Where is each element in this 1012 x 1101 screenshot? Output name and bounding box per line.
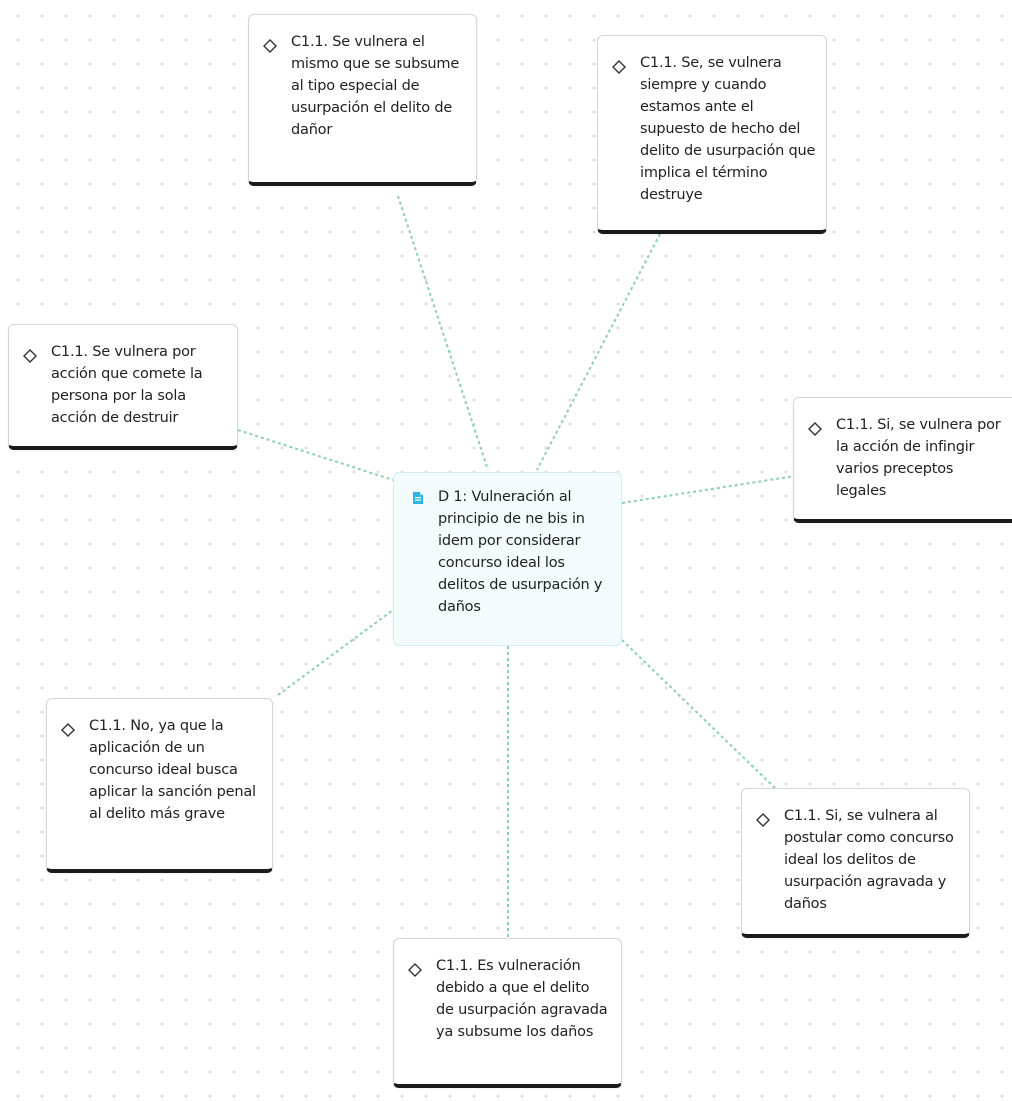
child-node-text: C1.1. Si, se vulnera al postular como co… — [784, 808, 954, 912]
child-node-top-left[interactable]: C1.1. Se vulnera el mismo que se subsume… — [248, 14, 477, 186]
central-topic-node[interactable]: D 1: Vulneración al principio de ne bis … — [393, 472, 622, 646]
diamond-icon — [756, 813, 770, 827]
child-node-right[interactable]: C1.1. Si, se vulnera por la acción de in… — [793, 397, 1012, 523]
child-node-top-right[interactable]: C1.1. Se, se vulnera siempre y cuando es… — [597, 35, 827, 234]
connector-right — [621, 475, 796, 504]
diamond-icon — [408, 963, 422, 977]
connector-top-right — [536, 233, 661, 471]
diamond-icon — [808, 422, 822, 436]
diamond-icon — [612, 60, 626, 74]
child-node-text: C1.1. Si, se vulnera por la acción de in… — [836, 417, 1001, 499]
central-topic-text: D 1: Vulneración al principio de ne bis … — [438, 489, 603, 615]
diamond-icon — [61, 723, 75, 737]
diamond-icon — [23, 349, 37, 363]
child-node-text: C1.1. Se, se vulnera siempre y cuando es… — [640, 55, 816, 203]
diamond-icon — [263, 39, 277, 53]
child-node-bottom-right[interactable]: C1.1. Si, se vulnera al postular como co… — [741, 788, 970, 938]
connector-bottom-left — [277, 609, 394, 696]
child-node-left[interactable]: C1.1. Se vulnera por acción que comete l… — [8, 324, 238, 450]
connector-left — [237, 429, 394, 481]
child-node-bottom-left[interactable]: C1.1. No, ya que la aplicación de un con… — [46, 698, 273, 873]
document-icon — [413, 492, 423, 504]
connector-bottom-right — [621, 639, 776, 789]
connector-top-left — [397, 195, 489, 471]
child-node-text: C1.1. Se vulnera por acción que comete l… — [51, 344, 203, 426]
child-node-text: C1.1. No, ya que la aplicación de un con… — [89, 718, 256, 822]
child-node-text: C1.1. Es vulneración debido a que el del… — [436, 958, 608, 1040]
child-node-text: C1.1. Se vulnera el mismo que se subsume… — [291, 34, 460, 138]
child-node-bottom[interactable]: C1.1. Es vulneración debido a que el del… — [393, 938, 622, 1088]
